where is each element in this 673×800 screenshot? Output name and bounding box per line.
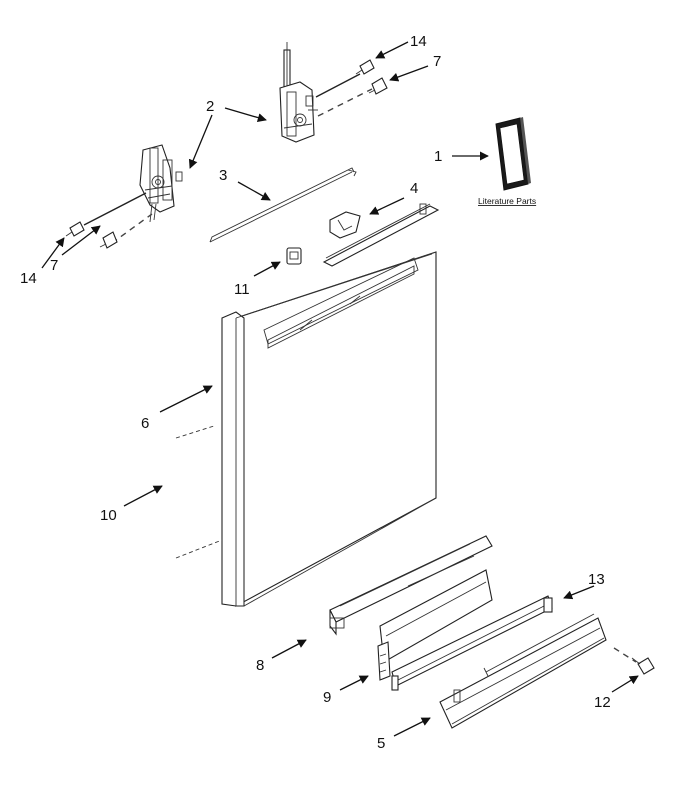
arrow-2-right: [224, 107, 267, 123]
screw-line-right-upper: [315, 73, 361, 98]
callout-9: 9: [323, 689, 331, 706]
screw-line-left-lower: [111, 213, 153, 244]
screw-7-right: [368, 77, 388, 95]
callout-12: 12: [594, 694, 611, 711]
arrow-7-left: [61, 225, 101, 256]
callout-1: 1: [434, 148, 442, 165]
arrow-2-left: [188, 114, 213, 169]
callout-2: 2: [206, 98, 214, 115]
screw-14-right: [355, 59, 375, 75]
callout-3: 3: [219, 167, 227, 184]
arrow-9: [339, 675, 369, 691]
arrow-4: [369, 197, 405, 215]
callout-8: 8: [256, 657, 264, 674]
arrow-6: [159, 385, 213, 413]
callout-5: 5: [377, 735, 385, 752]
panel-10-bottom-edge: [175, 539, 223, 559]
arrow-14-right: [375, 41, 409, 59]
callout-11: 11: [234, 281, 250, 298]
toe-rail-13: [391, 595, 553, 691]
literature-booklet: [495, 117, 531, 191]
callout-14-left: 14: [20, 270, 37, 287]
top-channel: [322, 203, 440, 267]
arrow-8: [271, 639, 307, 659]
right-hinge-assembly: [279, 42, 318, 143]
screw-line-right-lower: [317, 88, 373, 117]
clip-11: [286, 247, 302, 265]
arrow-13: [563, 585, 595, 600]
arrow-3: [237, 181, 271, 201]
screw-12: [613, 647, 655, 675]
screw-line-left-upper: [83, 192, 147, 226]
door-panel: [221, 251, 437, 607]
panel-10-top-edge: [175, 425, 215, 439]
kick-plate-5: [439, 613, 607, 729]
callout-4: 4: [410, 180, 418, 197]
callout-6: 6: [141, 415, 149, 432]
arrow-14-left: [41, 237, 65, 269]
lower-trim-8: [329, 535, 493, 636]
left-hinge-assembly: [139, 144, 183, 223]
literature-parts-label: Literature Parts: [478, 196, 536, 206]
callout-13: 13: [588, 571, 605, 588]
screw-7-left: [99, 231, 118, 249]
callout-7-left: 7: [50, 257, 58, 274]
arrow-5: [393, 717, 431, 737]
arrow-11: [253, 261, 281, 277]
callout-10: 10: [100, 507, 117, 524]
arrow-10: [123, 485, 163, 507]
arrow-7-right: [389, 65, 429, 82]
callout-7-right: 7: [433, 53, 441, 70]
bracket-9: [377, 569, 493, 681]
door-rod: [209, 167, 357, 243]
arrow-12: [611, 675, 639, 693]
callout-14-right: 14: [410, 33, 427, 50]
latch-clip: [329, 211, 361, 239]
screw-14-left: [65, 221, 85, 237]
